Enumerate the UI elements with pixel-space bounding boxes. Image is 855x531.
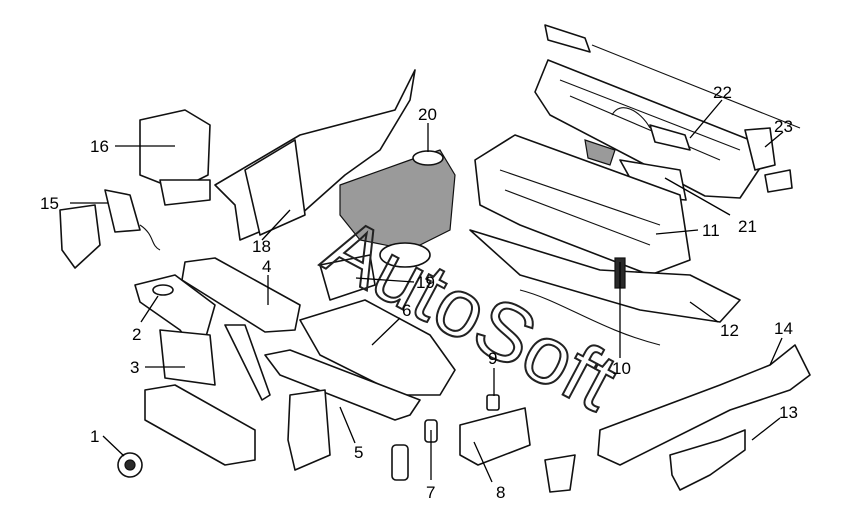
part-13-bracket [544, 429, 746, 493]
part-7-bush [391, 419, 438, 481]
callout-15: 15 [40, 194, 59, 213]
callout-14: 14 [774, 319, 793, 338]
part-3-plate [159, 324, 271, 401]
callout-23: 23 [774, 117, 793, 136]
callout-3: 3 [130, 358, 139, 377]
callout-4: 4 [262, 257, 271, 276]
callout-18: 18 [252, 237, 271, 256]
part-14-lower-rail [597, 344, 811, 466]
part-18-front-structure [214, 69, 416, 241]
part-5-side-member [264, 349, 421, 471]
callout-labels: 1 2 3 4 5 6 7 8 9 10 11 12 13 14 15 16 1… [40, 83, 798, 502]
callout-13: 13 [779, 403, 798, 422]
callout-9: 9 [488, 349, 497, 368]
part-22-actuator [611, 107, 691, 151]
callout-12: 12 [720, 321, 739, 340]
callout-16: 16 [90, 137, 109, 156]
callout-21: 21 [738, 217, 757, 236]
part-20-wheel-housing [339, 149, 456, 268]
callout-5: 5 [354, 443, 363, 462]
part-11-bulkhead [474, 134, 691, 276]
callout-10: 10 [612, 359, 631, 378]
callout-19: 19 [416, 273, 435, 292]
part-8-mount [459, 407, 531, 466]
callout-22: 22 [713, 83, 732, 102]
part-15-bracket [59, 189, 161, 269]
leader-lines [70, 99, 784, 483]
callout-7: 7 [426, 483, 435, 502]
part-6-floor-panel [299, 299, 456, 396]
part-2-bracket [134, 274, 216, 351]
callout-20: 20 [418, 105, 437, 124]
part-16-battery [139, 109, 211, 206]
part-crossmember-box [144, 384, 256, 466]
callout-1: 1 [90, 427, 99, 446]
part-23-bracket [744, 127, 793, 193]
callout-11: 11 [702, 221, 720, 240]
part-9-bolt [486, 394, 500, 411]
callout-2: 2 [132, 325, 141, 344]
callout-6: 6 [402, 301, 411, 320]
callout-8: 8 [496, 483, 505, 502]
part-1-cap [117, 452, 143, 478]
part-19-bracket [319, 254, 376, 301]
